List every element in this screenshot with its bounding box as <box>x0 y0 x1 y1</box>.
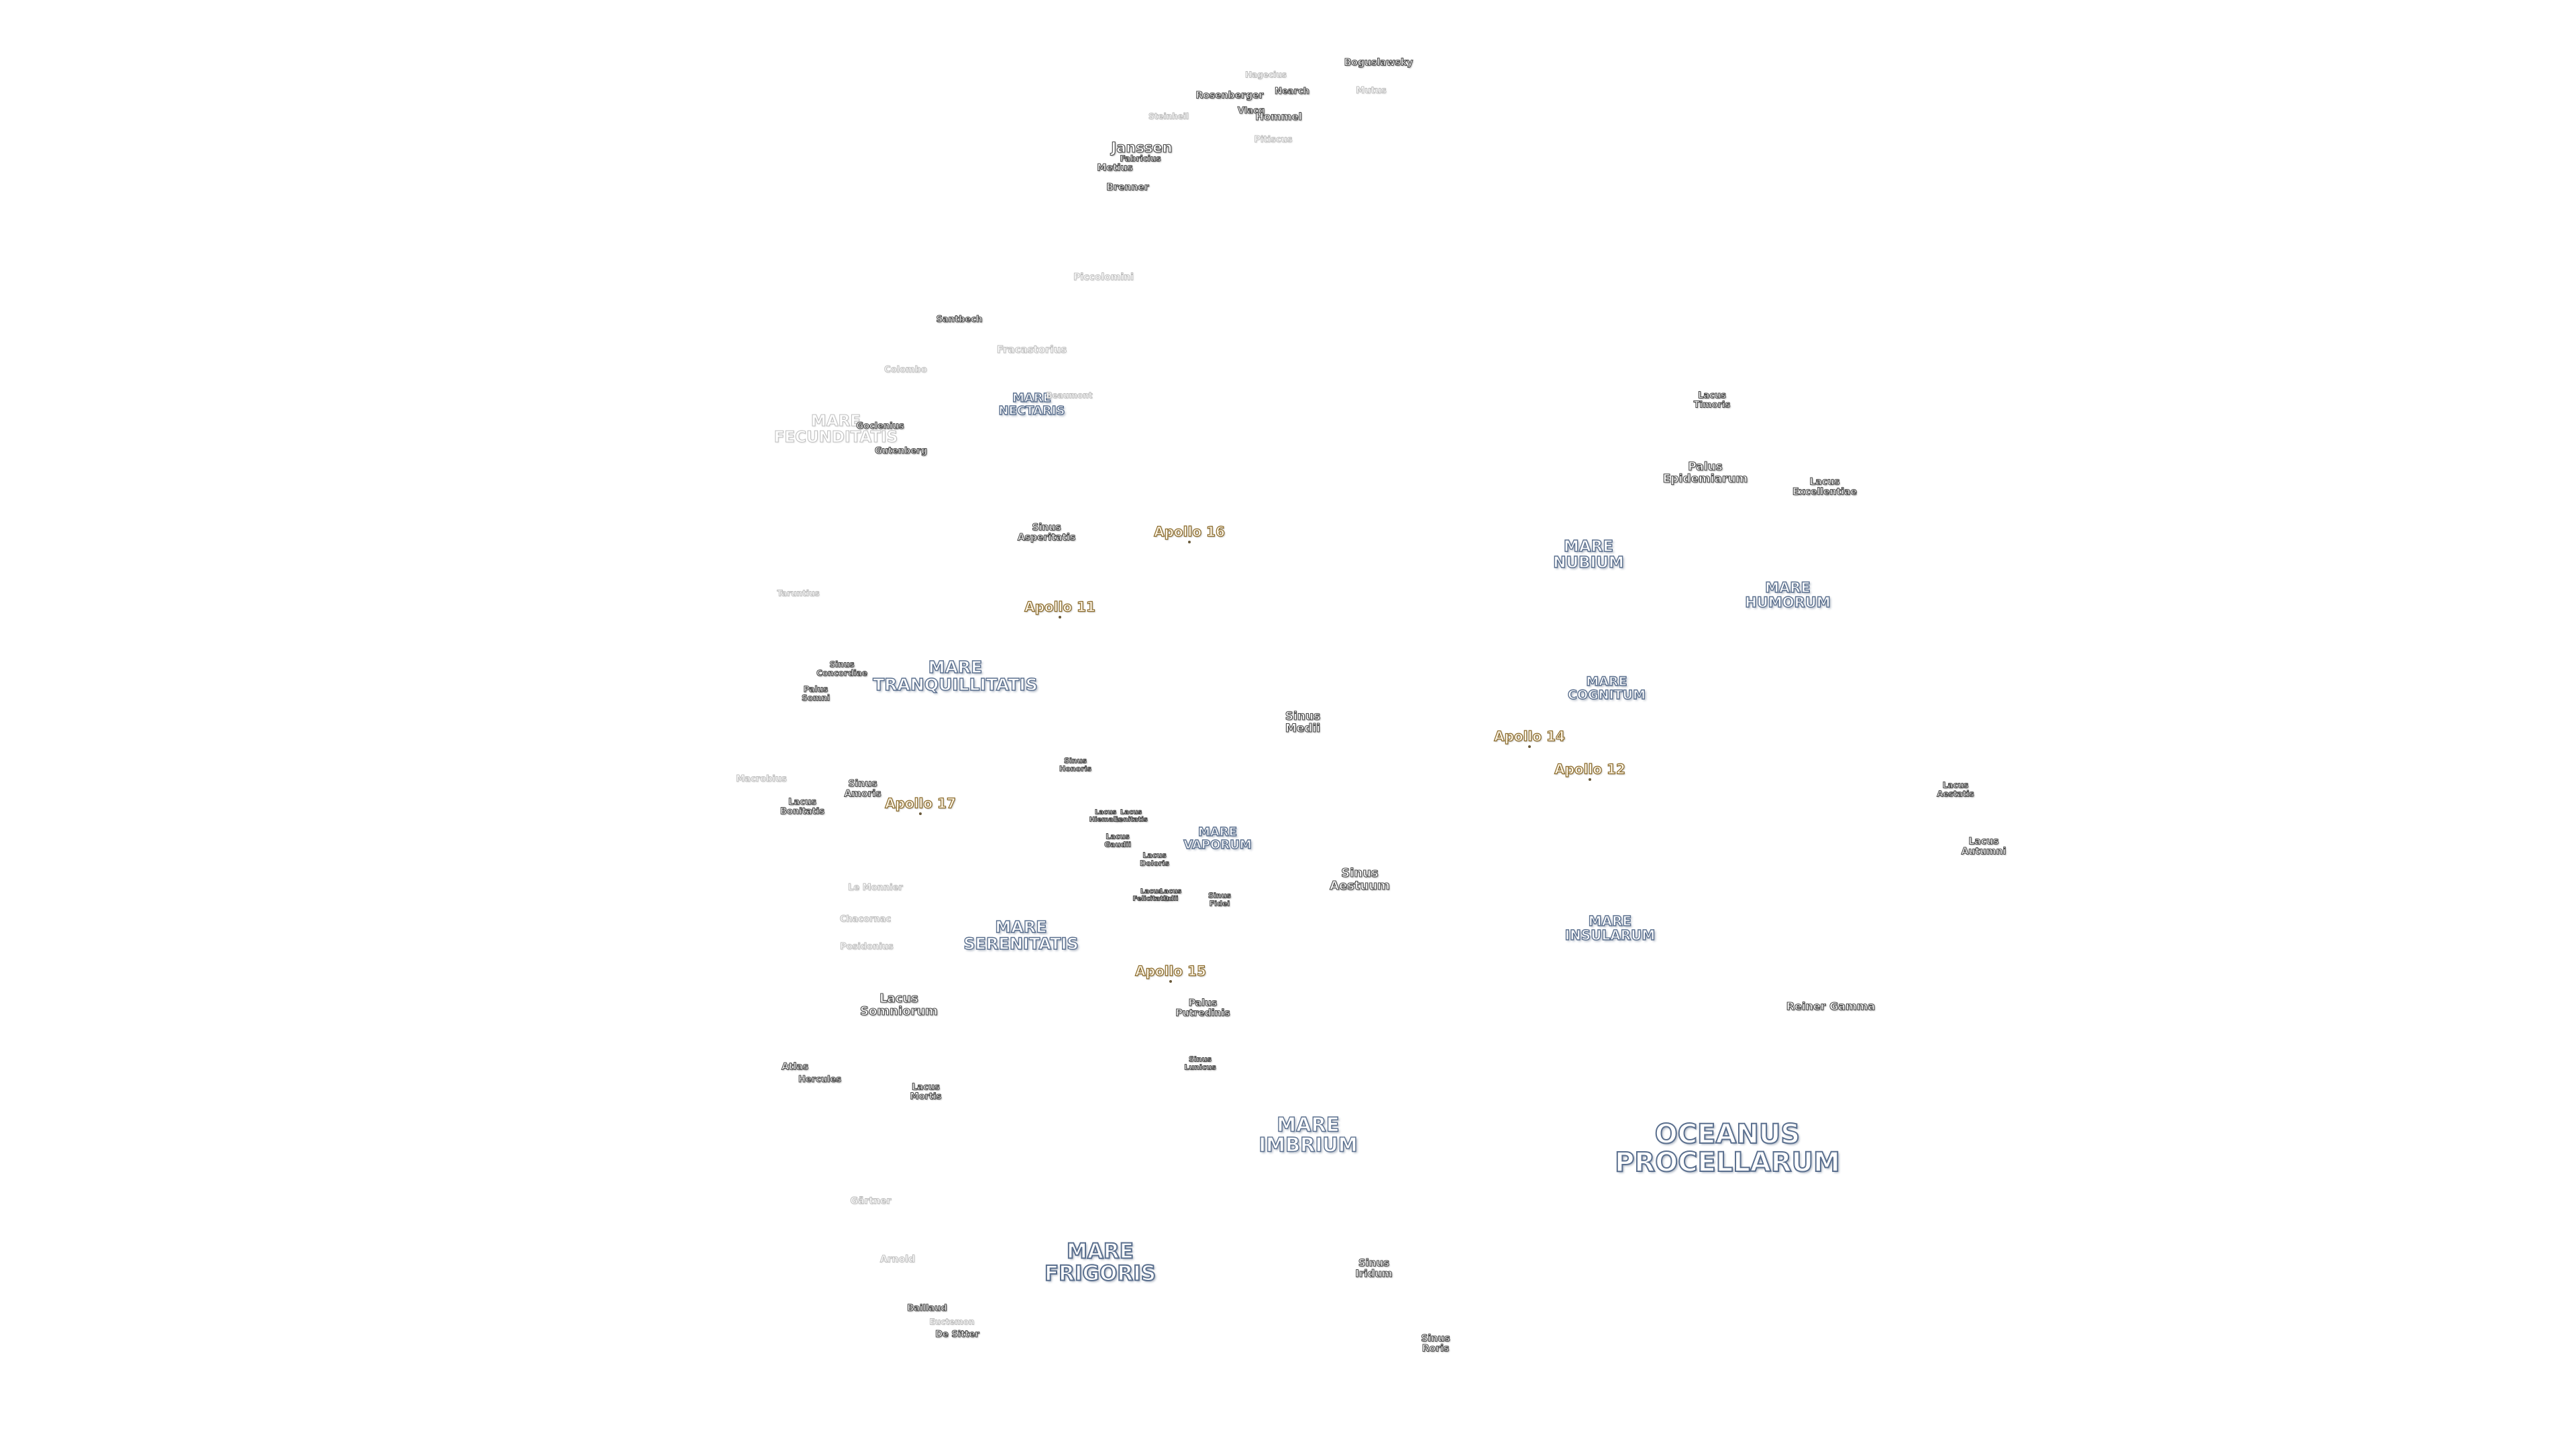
label-mare-nubium: MARE NUBIUM <box>1553 537 1625 572</box>
label-lacus-excellentiae: Lacus Excellentiae <box>1792 476 1858 497</box>
label-goclenius: Goclenius <box>856 421 904 432</box>
label-lacus-bonitatis: Lacus Bonitatis <box>780 797 824 816</box>
label-pitiscus: Pitiscus <box>1254 135 1293 146</box>
landing-site-marker <box>1169 980 1172 983</box>
label-apollo-14: Apollo 14 <box>1494 728 1566 745</box>
label-apollo-12: Apollo 12 <box>1554 761 1626 777</box>
label-lacus-aestatis: Lacus Aestatis <box>1937 780 1975 798</box>
label-mare-vaporum: MARE VAPORUM <box>1183 825 1252 852</box>
label-oceanus-procellarum: OCEANUS PROCELLARUM <box>1614 1119 1841 1178</box>
label-vlacq: Vlacq <box>1237 106 1265 117</box>
label-sinus-lunicus: Sinus Lunicus <box>1184 1055 1216 1071</box>
label-mare-serenitatis: MARE SERENITATIS <box>963 917 1079 953</box>
label-hercules: Hercules <box>798 1075 842 1085</box>
label-sinus-asperitatis: Sinus Asperitatis <box>1017 522 1076 543</box>
landing-site-marker <box>1059 616 1061 619</box>
label-hommel: Hommel <box>1255 111 1303 123</box>
label-mare-tranquillitatis: MARE TRANQUILLITATIS <box>873 657 1038 694</box>
label-apollo-15: Apollo 15 <box>1135 963 1207 979</box>
label-nearch: Nearch <box>1275 87 1310 97</box>
label-sinus-medii: Sinus Medii <box>1285 710 1321 735</box>
label-sinus-concordiae: Sinus Concordiae <box>816 659 868 678</box>
label-brenner: Brenner <box>1106 182 1150 193</box>
label-palus-somni: Palus Somni <box>801 684 830 702</box>
label-hagecius: Hagecius <box>1245 70 1287 80</box>
label-palus-putredinis: Palus Putredinis <box>1175 998 1230 1018</box>
label-lacus-somniorum: Lacus Somniorum <box>860 991 938 1018</box>
label-lacus-felicitatis: Lacus Felicitatis <box>1132 888 1170 902</box>
label-sinus-honoris: Sinus Honoris <box>1059 756 1091 773</box>
label-mare-cognitum: MARE COGNITUM <box>1567 674 1646 702</box>
label-reiner-gamma: Reiner Gamma <box>1786 1000 1876 1013</box>
label-atlas: Atlas <box>781 1061 809 1073</box>
label-lacus-mortis: Lacus Mortis <box>910 1082 942 1102</box>
label-sinus-aestuum: Sinus Aestuum <box>1330 866 1391 893</box>
label-fabricius: Fabricius <box>1120 154 1161 164</box>
label-boguslawsky: Boguslawsky <box>1344 57 1413 68</box>
label-macrobius: Macrobius <box>736 774 788 785</box>
landing-site-marker <box>1589 778 1591 781</box>
label-lacus-hiemalis: Lacus Hiemalis <box>1089 808 1122 823</box>
label-mutus: Mutus <box>1356 86 1387 97</box>
label-beaumont: Beaumont <box>1046 390 1093 400</box>
landing-site-marker <box>1188 541 1191 543</box>
label-fracastorius: Fracastorius <box>996 343 1067 356</box>
label-steinheil: Steinheil <box>1148 111 1189 121</box>
label-apollo-11: Apollo 11 <box>1024 598 1096 615</box>
label-sinus-iridum: Sinus Iridum <box>1355 1256 1393 1279</box>
label-sinus-amoris: Sinus Amoris <box>844 778 881 799</box>
label-lacus-odii: Lacus Odii <box>1159 888 1182 902</box>
label-mare-nectaris: MARE NECTARIS <box>998 391 1065 418</box>
label-mare-fecunditatis: MARE FECUNDITATIS <box>773 412 898 446</box>
label-janssen: Janssen <box>1111 139 1173 156</box>
label-piccolomini: Piccolomini <box>1073 272 1134 283</box>
label-posidonius: Posidonius <box>840 942 894 953</box>
label-apollo-16: Apollo 16 <box>1154 523 1226 540</box>
label-chacornac: Chacornac <box>839 914 892 925</box>
label-mare-humorum: MARE HUMORUM <box>1745 579 1831 610</box>
label-gartner: Gärtner <box>850 1195 892 1207</box>
label-sinus-roris: Sinus Roris <box>1421 1333 1450 1354</box>
label-le-monnier: Le Monnier <box>848 883 904 894</box>
label-mare-imbrium: MARE IMBRIUM <box>1258 1113 1358 1157</box>
label-lacus-lenitatis: Lacus Lenitatis <box>1114 808 1148 823</box>
landing-site-marker <box>919 812 922 815</box>
label-lacus-doloris: Lacus Doloris <box>1140 851 1170 867</box>
label-metius: Metius <box>1097 162 1133 174</box>
label-mare-frigoris: MARE FRIGORIS <box>1044 1239 1157 1285</box>
landing-site-marker <box>1528 745 1531 748</box>
label-gutenberg: Gutenberg <box>874 446 928 457</box>
label-bailaud: Baillaud <box>907 1303 947 1314</box>
label-rosenberger: Rosenberger <box>1195 90 1264 101</box>
label-arnold: Arnold <box>879 1254 916 1265</box>
label-mare-insularum: MARE INSULARUM <box>1564 913 1656 943</box>
label-taruntius: Taruntius <box>777 588 820 598</box>
label-lacus-gaudii: Lacus Gaudii <box>1104 832 1132 849</box>
label-colombo: Colombo <box>884 365 928 376</box>
label-lacus-autumni: Lacus Autumni <box>1961 836 2006 857</box>
label-euctemon: Euctemon <box>929 1317 975 1327</box>
label-santbech: Santbech <box>936 315 983 325</box>
label-palus-epidemiarum: Palus Epidemiarum <box>1662 460 1748 486</box>
label-apollo-17: Apollo 17 <box>885 795 957 812</box>
label-sinus-fidei: Sinus Fidei <box>1208 891 1231 908</box>
label-lacus-timoris: Lacus Timoris <box>1693 390 1731 410</box>
label-de-sitter: De Sitter <box>935 1330 980 1340</box>
